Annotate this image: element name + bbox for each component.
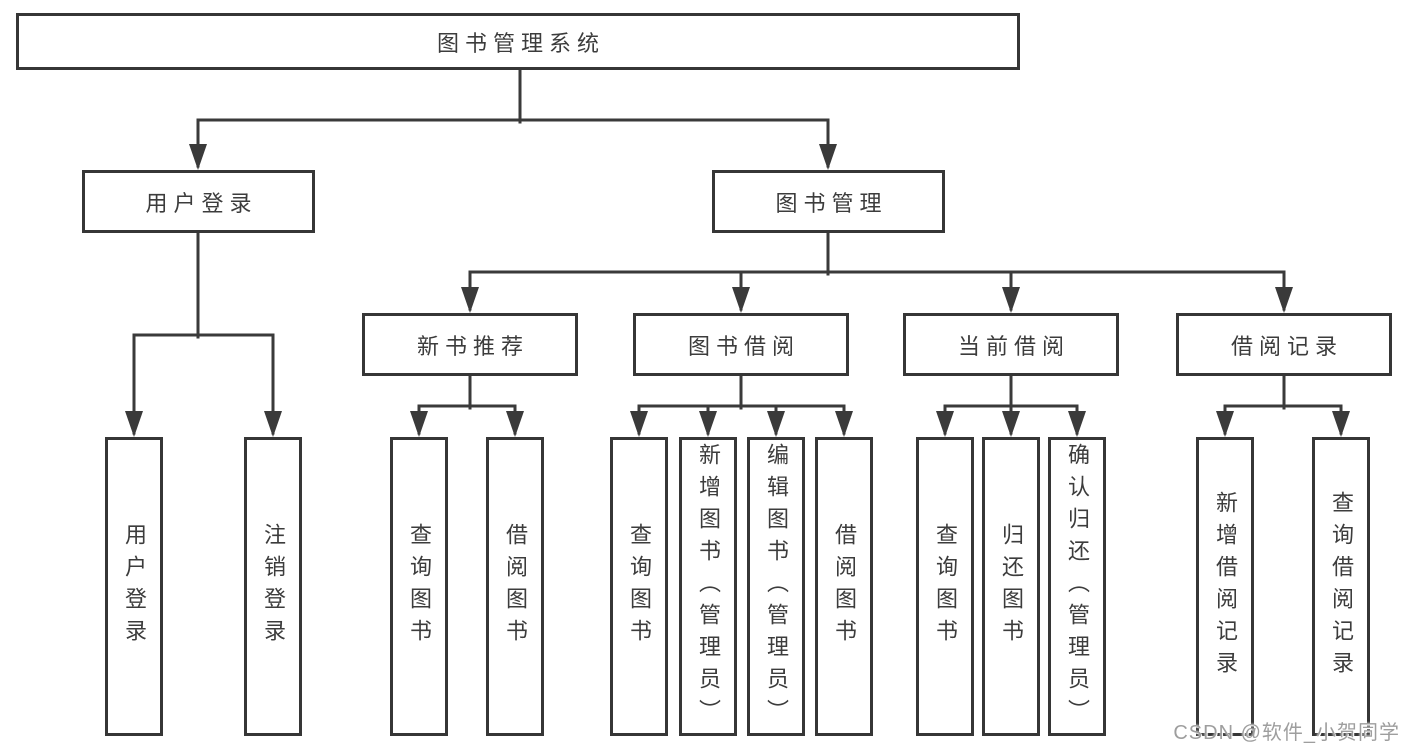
arrow-icon <box>125 411 143 437</box>
node-new-book-recommend-label: 新书推荐 <box>416 333 529 359</box>
node-current-borrowing: 当前借阅 <box>903 313 1119 376</box>
node-current-borrowing-label: 当前借阅 <box>957 333 1070 359</box>
node-book-borrowing-label: 图书借阅 <box>687 333 800 359</box>
node-user-login: 用户登录 <box>82 170 315 233</box>
arrow-icon <box>189 144 207 170</box>
leaf-borrow-books-1: 借阅图书 <box>486 437 544 736</box>
node-book-management: 图书管理 <box>712 170 945 233</box>
node-borrowing-records-label: 借阅记录 <box>1230 333 1343 359</box>
node-book-borrowing: 图书借阅 <box>633 313 849 376</box>
leaf-query-books-3: 查询图书 <box>916 437 974 736</box>
arrow-icon <box>699 411 717 437</box>
arrow-icon <box>1275 287 1293 313</box>
node-root: 图书管理系统 <box>16 13 1020 70</box>
leaf-query-books-2: 查询图书 <box>610 437 668 736</box>
connector-paths <box>132 68 1343 435</box>
arrow-icon <box>767 411 785 437</box>
csdn-watermark: CSDN @软件_小贺同学 <box>1173 722 1400 744</box>
arrow-icon <box>461 287 479 313</box>
arrow-icon <box>732 287 750 313</box>
node-root-label: 图书管理系统 <box>436 30 605 56</box>
leaf-confirm-return-admin-label: 确认归还（管理员） <box>1065 442 1090 731</box>
arrow-icon <box>1332 411 1350 437</box>
arrow-icon <box>835 411 853 437</box>
leaf-query-borrow-record: 查询借阅记录 <box>1312 437 1370 736</box>
leaf-confirm-return-admin: 确认归还（管理员） <box>1048 437 1106 736</box>
arrow-icon <box>1002 287 1020 313</box>
leaf-query-books-3-label: 查询图书 <box>933 522 958 651</box>
leaf-return-books: 归还图书 <box>982 437 1040 736</box>
leaf-add-borrow-record-label: 新增借阅记录 <box>1213 490 1238 683</box>
arrow-icon <box>410 411 428 437</box>
leaf-query-books-1-label: 查询图书 <box>407 522 432 651</box>
arrow-icon <box>819 144 837 170</box>
arrow-icon <box>630 411 648 437</box>
leaf-add-books-admin-label: 新增图书（管理员） <box>696 442 721 731</box>
node-new-book-recommend: 新书推荐 <box>362 313 578 376</box>
leaf-user-login: 用户登录 <box>105 437 163 736</box>
node-borrowing-records: 借阅记录 <box>1176 313 1392 376</box>
leaf-borrow-books-2: 借阅图书 <box>815 437 873 736</box>
leaf-add-books-admin: 新增图书（管理员） <box>679 437 737 736</box>
arrowhead-icons <box>125 144 1350 437</box>
arrow-icon <box>1216 411 1234 437</box>
leaf-user-login-label: 用户登录 <box>122 522 147 651</box>
arrow-icon <box>1068 411 1086 437</box>
leaf-logout: 注销登录 <box>244 437 302 736</box>
leaf-borrow-books-1-label: 借阅图书 <box>503 522 528 651</box>
leaf-add-borrow-record: 新增借阅记录 <box>1196 437 1254 736</box>
node-user-login-label: 用户登录 <box>145 190 258 216</box>
arrow-icon <box>506 411 524 437</box>
arrow-icon <box>1002 411 1020 437</box>
leaf-borrow-books-2-label: 借阅图书 <box>832 522 857 651</box>
arrow-icon <box>264 411 282 437</box>
leaf-query-books-1: 查询图书 <box>390 437 448 736</box>
leaf-return-books-label: 归还图书 <box>999 522 1024 651</box>
leaf-edit-books-admin: 编辑图书（管理员） <box>747 437 805 736</box>
leaf-edit-books-admin-label: 编辑图书（管理员） <box>764 442 789 731</box>
leaf-query-borrow-record-label: 查询借阅记录 <box>1329 490 1354 683</box>
arrow-icon <box>936 411 954 437</box>
node-book-management-label: 图书管理 <box>775 190 888 216</box>
leaf-logout-label: 注销登录 <box>261 522 286 651</box>
leaf-query-books-2-label: 查询图书 <box>627 522 652 651</box>
